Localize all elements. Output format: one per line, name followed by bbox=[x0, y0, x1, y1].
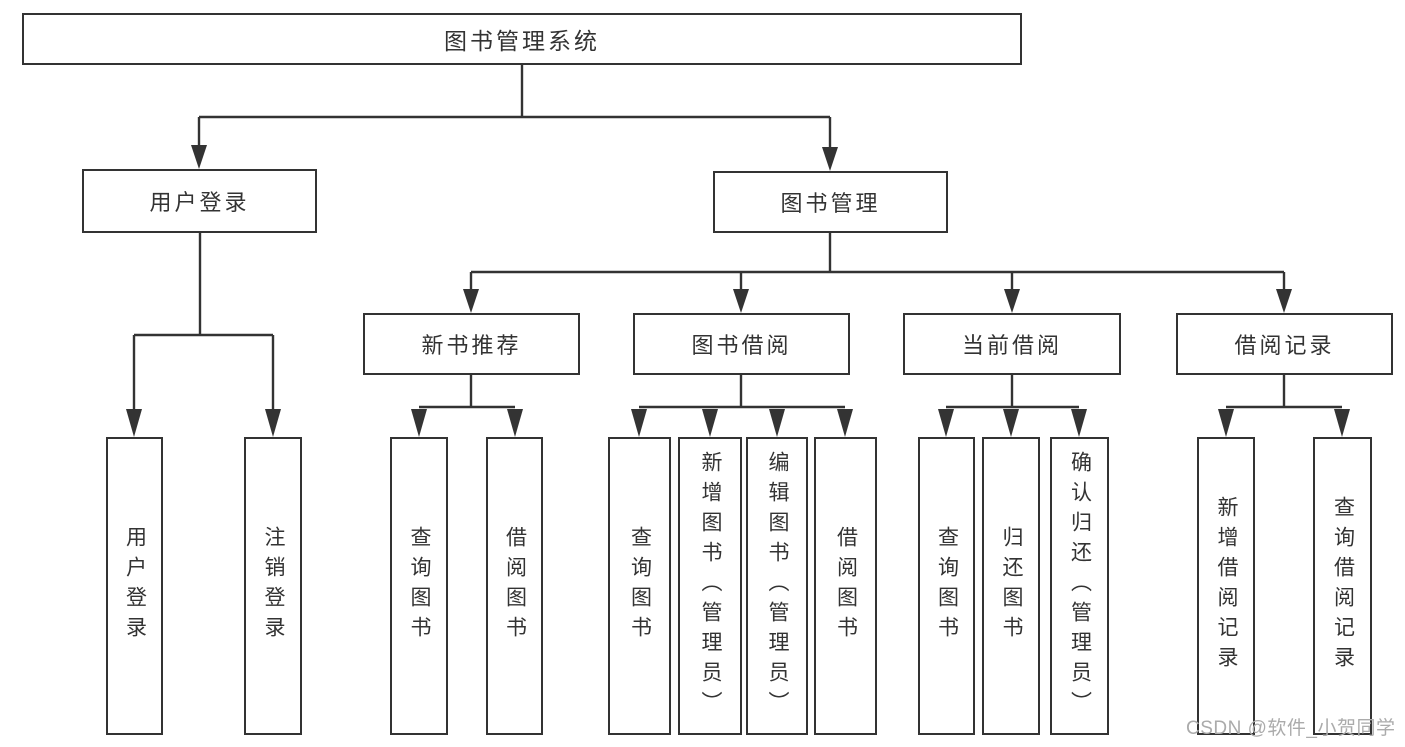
leaf-return-books-label: 归还图书 bbox=[1000, 526, 1024, 646]
node-book-management: 图书管理 bbox=[713, 171, 948, 233]
node-new-book-recommend: 新书推荐 bbox=[363, 313, 580, 375]
leaf-logout-label: 注销登录 bbox=[262, 526, 286, 646]
leaf-confirm-return-admin-label: 确认归还（管理员） bbox=[1068, 451, 1092, 721]
arrow-to-book-management bbox=[822, 147, 838, 171]
arrow-to-new-book-recommend bbox=[463, 289, 479, 313]
arrow-to-user-login bbox=[191, 145, 207, 169]
leaf-query-books-recommend-label: 查询图书 bbox=[408, 526, 432, 646]
arrow-to-borrow-records bbox=[1276, 289, 1292, 313]
leaf-query-borrow-record-label: 查询借阅记录 bbox=[1331, 496, 1355, 676]
arrow-to-leaf-edit-books bbox=[769, 409, 785, 437]
leaf-return-books: 归还图书 bbox=[982, 437, 1040, 735]
arrow-to-current-borrow bbox=[1004, 289, 1020, 313]
leaf-query-books-borrow: 查询图书 bbox=[608, 437, 671, 735]
node-borrow-records-label: 借阅记录 bbox=[1234, 333, 1335, 358]
arrow-to-leaf-add-books bbox=[702, 409, 718, 437]
node-new-book-recommend-label: 新书推荐 bbox=[421, 333, 522, 358]
leaf-add-borrow-record-label: 新增借阅记录 bbox=[1215, 496, 1239, 676]
leaf-add-borrow-record: 新增借阅记录 bbox=[1197, 437, 1255, 735]
node-library-management-system: 图书管理系统 bbox=[22, 13, 1022, 65]
arrow-to-leaf-confirm-return bbox=[1071, 409, 1087, 437]
leaf-user-login: 用户登录 bbox=[106, 437, 163, 735]
node-book-management-label: 图书管理 bbox=[780, 191, 881, 216]
leaf-query-books-recommend: 查询图书 bbox=[390, 437, 448, 735]
leaf-query-borrow-record: 查询借阅记录 bbox=[1313, 437, 1372, 735]
leaf-user-login-label: 用户登录 bbox=[123, 526, 147, 646]
leaf-add-books-admin: 新增图书（管理员） bbox=[678, 437, 742, 735]
leaf-edit-books-admin: 编辑图书（管理员） bbox=[746, 437, 808, 735]
leaf-borrow-books-recommend-label: 借阅图书 bbox=[503, 526, 527, 646]
arrow-to-leaf-borrow-books-2 bbox=[837, 409, 853, 437]
arrow-to-leaf-user-login bbox=[126, 409, 142, 437]
leaf-add-books-admin-label: 新增图书（管理员） bbox=[699, 451, 723, 721]
leaf-borrow-books-recommend: 借阅图书 bbox=[486, 437, 543, 735]
arrow-to-book-borrow bbox=[733, 289, 749, 313]
arrowheads bbox=[126, 145, 1350, 437]
leaf-query-books-borrow-label: 查询图书 bbox=[628, 526, 652, 646]
node-book-borrow: 图书借阅 bbox=[633, 313, 850, 375]
node-current-borrow-label: 当前借阅 bbox=[961, 333, 1062, 358]
connector-lines bbox=[132, 65, 1342, 412]
arrow-to-leaf-query-books-3 bbox=[938, 409, 954, 437]
leaf-query-books-current: 查询图书 bbox=[918, 437, 975, 735]
node-user-login-label: 用户登录 bbox=[149, 190, 250, 215]
leaf-borrow-books-label: 借阅图书 bbox=[834, 526, 858, 646]
node-current-borrow: 当前借阅 bbox=[903, 313, 1121, 375]
leaf-confirm-return-admin: 确认归还（管理员） bbox=[1050, 437, 1109, 735]
arrow-to-leaf-query-borrow-record bbox=[1334, 409, 1350, 437]
node-user-login: 用户登录 bbox=[82, 169, 317, 233]
arrow-to-leaf-query-books-1 bbox=[411, 409, 427, 437]
leaf-edit-books-admin-label: 编辑图书（管理员） bbox=[766, 451, 790, 721]
leaf-logout: 注销登录 bbox=[244, 437, 302, 735]
arrow-to-leaf-add-borrow-record bbox=[1218, 409, 1234, 437]
node-borrow-records: 借阅记录 bbox=[1176, 313, 1393, 375]
watermark: CSDN @软件_小贺同学 bbox=[1186, 718, 1396, 739]
node-library-management-system-label: 图书管理系统 bbox=[444, 28, 600, 54]
arrow-to-leaf-query-books-2 bbox=[631, 409, 647, 437]
leaf-borrow-books: 借阅图书 bbox=[814, 437, 877, 735]
arrow-to-leaf-return-books bbox=[1003, 409, 1019, 437]
arrow-to-leaf-borrow-books-1 bbox=[507, 409, 523, 437]
arrow-to-leaf-logout bbox=[265, 409, 281, 437]
leaf-query-books-current-label: 查询图书 bbox=[935, 526, 959, 646]
node-book-borrow-label: 图书借阅 bbox=[691, 333, 792, 358]
